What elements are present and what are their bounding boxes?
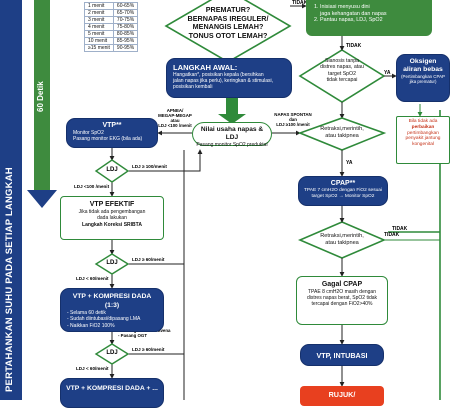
- vtp-efektif-box: VTP EFEKTIF Jika tidak ada pengembangan …: [60, 196, 164, 240]
- spo2-target-cell: 85-95%: [112, 37, 139, 45]
- edge-label-ldj-lt100b: LDJ <100 /menit: [74, 184, 110, 189]
- spo2-target-cell: 70-75%: [112, 16, 139, 24]
- ldj-label-2: LDJ: [106, 260, 118, 266]
- sianosis-text: Sianosis tanpa distres napas, atau targe…: [320, 58, 364, 84]
- spo2-time-cell: 2 menit: [84, 9, 114, 17]
- spo2-target-cell: 65-70%: [112, 9, 139, 17]
- oksigen-box: Oksigen aliran bebas (Pertimbangkan CPAP…: [396, 54, 450, 102]
- ldj-label-1: LDJ: [106, 167, 118, 173]
- spo2-target-cell: 60-65%: [112, 2, 139, 10]
- spo2-time-cell: 1 menit: [84, 2, 114, 10]
- edge-label-ldj-ge60b: LDJ ≥ 60/menit: [132, 347, 165, 352]
- question-text: PREMATUR? BERNAPAS IREGULER/ MENANGIS LE…: [187, 5, 269, 40]
- edge-label-napas-spontan: NAPAS SPONTAN dan LDJ ≥100 /menit: [274, 112, 312, 127]
- spo2-time-cell: 5 menit: [84, 30, 114, 38]
- ldj-diamond-2: [94, 253, 130, 275]
- spo2-time-cell: 3 menit: [84, 16, 114, 24]
- spo2-time-cell: 4 menit: [84, 23, 114, 31]
- edge-label-tidak-r1: TIDAK: [346, 43, 362, 49]
- edge-label-ya-r1: YA: [384, 70, 391, 76]
- kompresi-box-2: VTP + KOMPRESI DADA + ...: [60, 378, 164, 408]
- edge-label-ldj-ge100b: LDJ ≥ 100/menit: [132, 164, 167, 169]
- vtp-box: VTP** Monitor SpO2 Pasang monitor EKG (b…: [66, 118, 158, 148]
- temperature-banner-text: PERTAHANKAN SUHU PADA SETIAP LANGKAH: [4, 167, 15, 392]
- retraksi-text-2: Retraksi,merintih, atau takipnea: [320, 233, 364, 246]
- spo2-target-cell: 80-85%: [112, 30, 139, 38]
- temperature-banner-bar: [0, 0, 22, 400]
- edge-label-apnea: APNEA/ MEGAP-MEGAP atau LDJ <100 /menit: [158, 108, 192, 128]
- edge-label-tidak-r3: TIDAK: [392, 226, 408, 232]
- langkah-awal-box: LANGKAH AWAL: Hangatkan*, posisikan kepa…: [166, 58, 292, 98]
- timer-bar: [34, 0, 50, 190]
- ldj-label-3: LDJ: [106, 350, 118, 356]
- spo2-time-cell: 10 menit: [84, 37, 114, 45]
- nilai-box: Nilai usaha napas & LDJ Pasang monitor S…: [192, 122, 272, 148]
- edge-label-ldj-lt60a: LDJ < 60/menit: [76, 276, 109, 281]
- ldj-diamond-3: [94, 343, 130, 365]
- edge-label-ldj-ge60a: LDJ ≥ 60/menit: [132, 257, 165, 262]
- perbaikan-box: Bila tidak ada perbaikan pertimbangkan p…: [396, 116, 450, 164]
- spo2-target-cell: 75-80%: [112, 23, 139, 31]
- vtp-intubasi-box: VTP, INTUBASI: [300, 344, 384, 366]
- cpap-box: CPAP** TPAE 7 cmH2O dengan FiO2 sesuai t…: [298, 176, 388, 206]
- gagal-cpap-box: Gagal CPAP TPAE 8 cmH2O masih dengan dis…: [296, 276, 388, 325]
- routine-care-box: 1. Inisiasi menyusu dini jaga kehangatan…: [306, 0, 432, 36]
- timer-arrow: [27, 190, 57, 208]
- edge-label-tidak-top: TIDAK: [292, 0, 308, 6]
- spo2-time-cell: ≥15 menit: [84, 44, 114, 52]
- timer-label: 60 Detik: [36, 81, 45, 112]
- rujuk-box: RUJUK/: [300, 386, 384, 406]
- spo2-target-cell: 90-95%: [112, 44, 139, 52]
- edge-label-ya-r2: YA: [346, 160, 353, 166]
- retraksi-text-1: Retraksi,merintih, atau takipnea: [320, 126, 364, 139]
- edge-label-ldj-lt60b: LDJ < 60/menit: [76, 366, 109, 371]
- kompresi-box-1: VTP + KOMPRESI DADA (1:3) - Selama 60 de…: [60, 288, 164, 332]
- edge-label-tidak-r2: TIDAK: [384, 232, 400, 238]
- ldj-diamond-1: [94, 159, 130, 183]
